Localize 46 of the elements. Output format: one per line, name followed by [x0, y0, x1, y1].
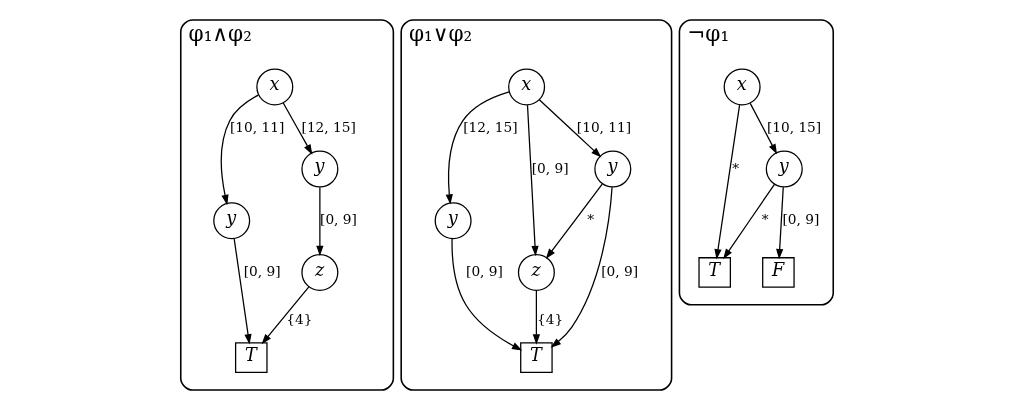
arrow — [532, 290, 540, 345]
edge-label: * — [731, 159, 739, 176]
edge-label: [0, 9] — [781, 211, 819, 228]
node-circle: x — [507, 68, 545, 106]
arrow — [282, 102, 312, 155]
arrow — [545, 183, 603, 260]
node-circle: x — [255, 68, 293, 106]
node-circle: x — [723, 68, 761, 106]
edge-label: [12, 15] — [301, 118, 356, 135]
edge-label: [10, 11] — [576, 118, 631, 135]
arrow — [445, 91, 510, 205]
node-circle: z — [517, 253, 555, 291]
arrow — [722, 183, 775, 260]
node-circle: y — [434, 202, 472, 240]
edge-label: [0, 9] — [531, 159, 569, 176]
edge-label: [0, 9] — [243, 263, 280, 280]
arrow — [526, 104, 539, 257]
edge-label: * — [761, 211, 769, 228]
edge-label: [10, 15] — [766, 118, 821, 135]
arrow — [233, 238, 252, 345]
edge-label: * — [586, 211, 594, 228]
edge-label: [0, 9] — [465, 263, 503, 280]
node-circle: y — [300, 150, 338, 188]
node-circle: y — [212, 202, 250, 240]
arrow — [315, 186, 323, 257]
arrow — [261, 286, 309, 345]
edge-label: [10, 11] — [229, 118, 284, 135]
node-circle: z — [300, 253, 338, 291]
edge-label: {4} — [285, 310, 312, 327]
node-box: F — [761, 257, 795, 288]
arrow — [538, 99, 601, 158]
node-circle: y — [593, 150, 631, 188]
arrow — [220, 94, 259, 206]
arrow — [713, 104, 740, 260]
arrow — [775, 186, 784, 260]
arrow — [550, 186, 613, 348]
node-box: T — [697, 257, 731, 288]
arrow — [450, 238, 522, 351]
edge-label: [0, 9] — [600, 263, 638, 280]
arrow — [749, 102, 777, 155]
edge-label: [0, 9] — [319, 211, 357, 228]
node-box: T — [234, 342, 268, 373]
node-circle: y — [765, 150, 803, 188]
edge-label: {4} — [536, 310, 563, 327]
edge-label: [12, 15] — [462, 118, 517, 135]
node-box: T — [519, 342, 553, 373]
